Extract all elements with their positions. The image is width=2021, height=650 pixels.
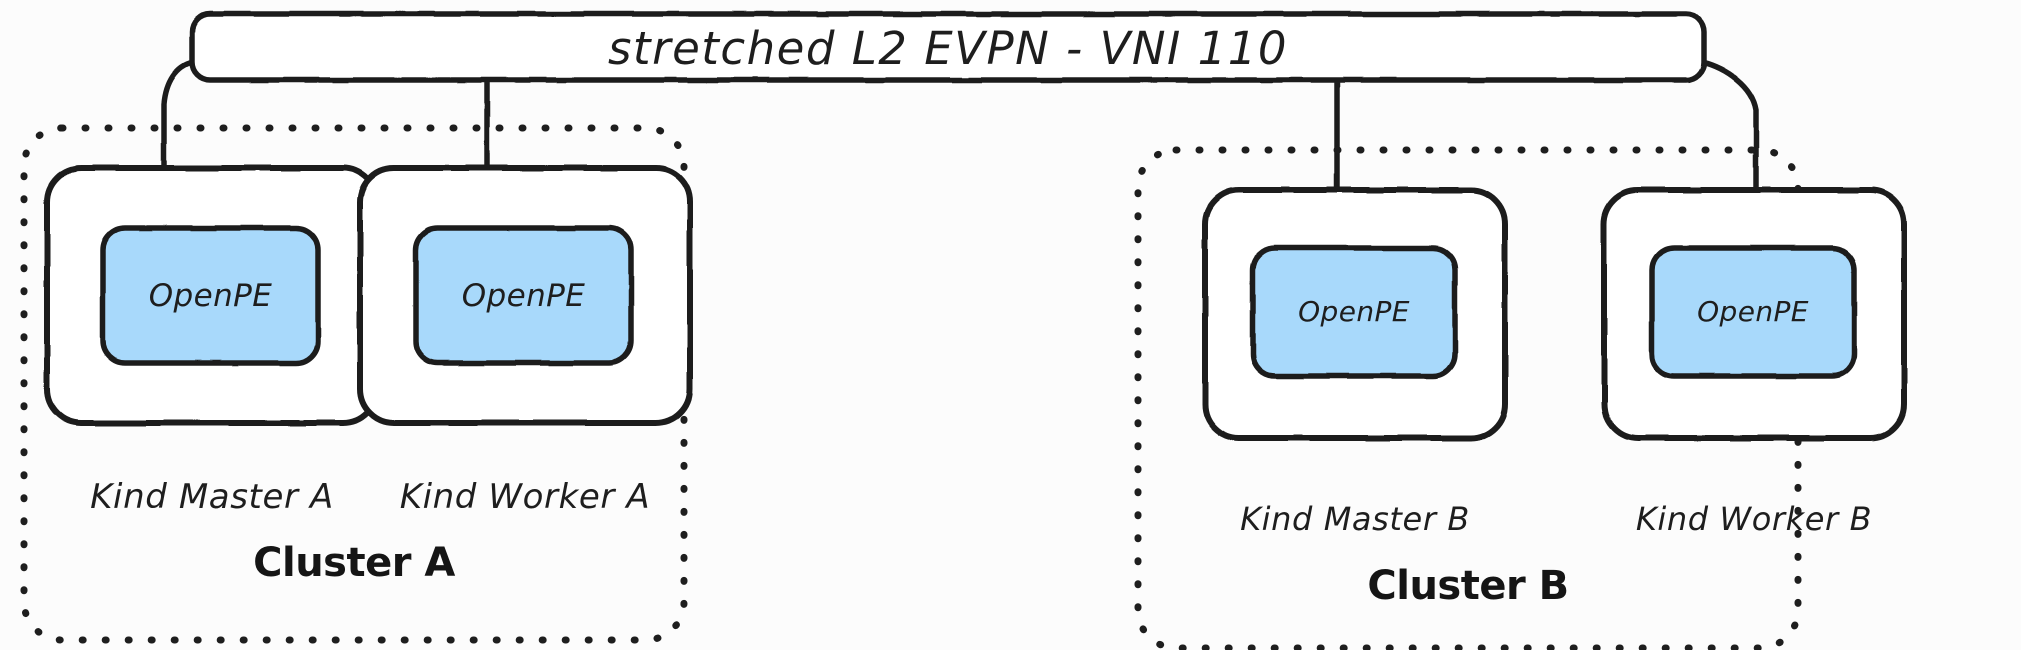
- cluster-label-b: Cluster B: [1367, 563, 1569, 609]
- node-kind-master-b-shape: [1202, 187, 1508, 441]
- banner-title: stretched L2 EVPN - VNI 110: [607, 22, 1288, 75]
- connector-banner-to-kind-master-a: [161, 59, 196, 171]
- cluster-label-a: Cluster A: [253, 540, 455, 586]
- banner-shape: [189, 11, 1707, 83]
- node-kind-worker-b-shape: [1601, 187, 1907, 441]
- cluster-a-boundary: [20, 124, 688, 644]
- openpe-label-kind-master-b: OpenPE: [1298, 295, 1410, 328]
- node-caption-kind-master-b: Kind Master B: [1240, 500, 1470, 538]
- node-caption-kind-worker-b: Kind Worker B: [1635, 500, 1873, 538]
- openpe-label-kind-master-a: OpenPE: [148, 278, 273, 314]
- connector-banner-to-kind-worker-b: [1699, 59, 1759, 193]
- openpe-label-kind-worker-a: OpenPE: [461, 278, 586, 314]
- node-caption-kind-master-a: Kind Master A: [90, 477, 334, 517]
- openpe-label-kind-worker-b: OpenPE: [1697, 295, 1809, 328]
- node-kind-worker-a-shape: [357, 165, 693, 426]
- node-caption-kind-worker-a: Kind Worker A: [399, 477, 651, 517]
